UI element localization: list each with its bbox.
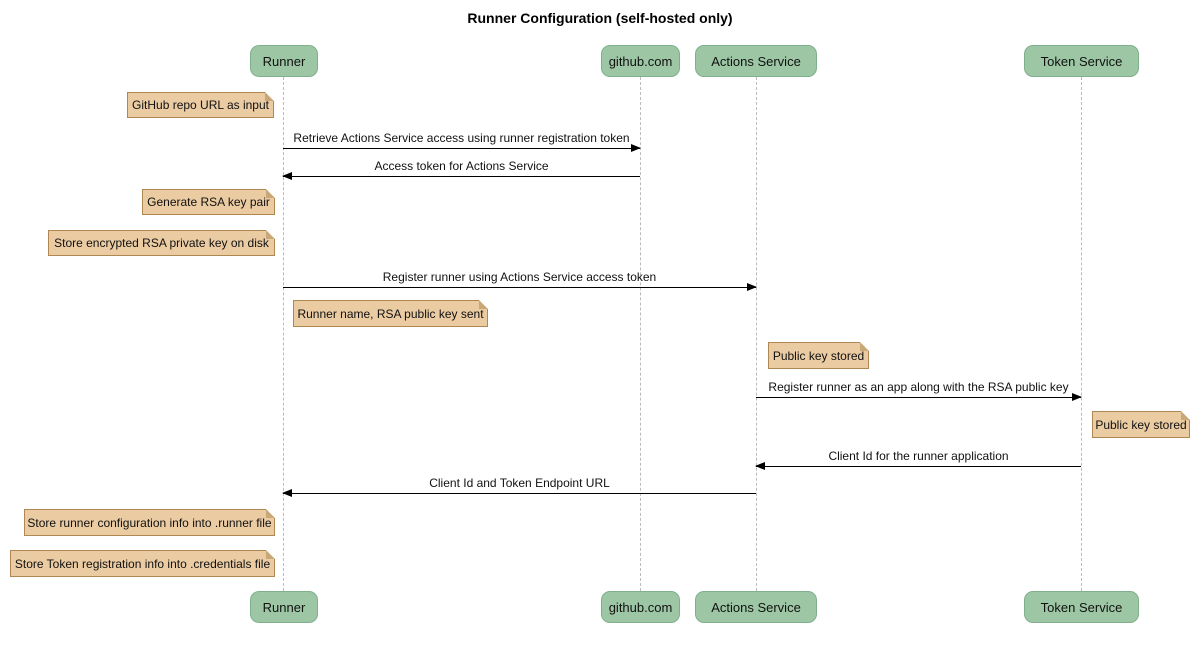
diagram-title: Runner Configuration (self-hosted only) xyxy=(467,10,733,26)
message-client-id: Client Id for the runner application xyxy=(755,449,1081,470)
message-label: Retrieve Actions Service access using ru… xyxy=(293,131,630,145)
message-line xyxy=(755,462,1081,470)
arrowhead-left-icon xyxy=(282,489,292,497)
message-register-runner: Register runner using Actions Service ac… xyxy=(283,270,757,291)
message-label: Register runner using Actions Service ac… xyxy=(382,270,657,284)
participant-actions-service-top: Actions Service xyxy=(695,45,817,77)
participant-github-bottom: github.com xyxy=(601,591,680,623)
message-label: Client Id and Token Endpoint URL xyxy=(429,476,610,490)
message-access-token: Access token for Actions Service xyxy=(282,159,640,180)
lifeline-github xyxy=(640,77,641,591)
message-line xyxy=(283,144,641,152)
note-public-key-stored-token: Public key stored xyxy=(1092,411,1190,438)
note-public-key-stored-actions: Public key stored xyxy=(768,342,869,369)
note-github-repo-url: GitHub repo URL as input xyxy=(127,92,274,118)
message-line xyxy=(282,172,640,180)
message-label: Access token for Actions Service xyxy=(374,159,549,173)
note-store-private-key: Store encrypted RSA private key on disk xyxy=(48,230,275,256)
message-line xyxy=(283,283,757,291)
message-label: Client Id for the runner application xyxy=(828,449,1009,463)
arrowhead-right-icon xyxy=(747,283,757,291)
arrowhead-right-icon xyxy=(631,144,641,152)
arrowhead-left-icon xyxy=(755,462,765,470)
participant-token-service-top: Token Service xyxy=(1024,45,1139,77)
lifeline-token-service xyxy=(1081,77,1082,591)
participant-runner-bottom: Runner xyxy=(250,591,318,623)
message-label: Register runner as an app along with the… xyxy=(768,380,1069,394)
message-register-app: Register runner as an app along with the… xyxy=(756,380,1082,401)
participant-github-top: github.com xyxy=(601,45,680,77)
message-line xyxy=(756,393,1082,401)
participant-token-service-bottom: Token Service xyxy=(1024,591,1139,623)
message-client-id-endpoint: Client Id and Token Endpoint URL xyxy=(282,476,756,497)
message-retrieve-access: Retrieve Actions Service access using ru… xyxy=(283,131,641,152)
arrowhead-right-icon xyxy=(1072,393,1082,401)
note-generate-rsa-key: Generate RSA key pair xyxy=(142,189,275,215)
message-line xyxy=(282,489,756,497)
arrowhead-left-icon xyxy=(282,172,292,180)
lifeline-actions-service xyxy=(756,77,757,591)
note-store-runner-file: Store runner configuration info into .ru… xyxy=(24,509,275,536)
note-runner-name-sent: Runner name, RSA public key sent xyxy=(293,300,488,327)
lifeline-runner xyxy=(283,77,284,591)
participant-actions-service-bottom: Actions Service xyxy=(695,591,817,623)
participant-runner-top: Runner xyxy=(250,45,318,77)
note-store-credentials-file: Store Token registration info into .cred… xyxy=(10,550,275,577)
